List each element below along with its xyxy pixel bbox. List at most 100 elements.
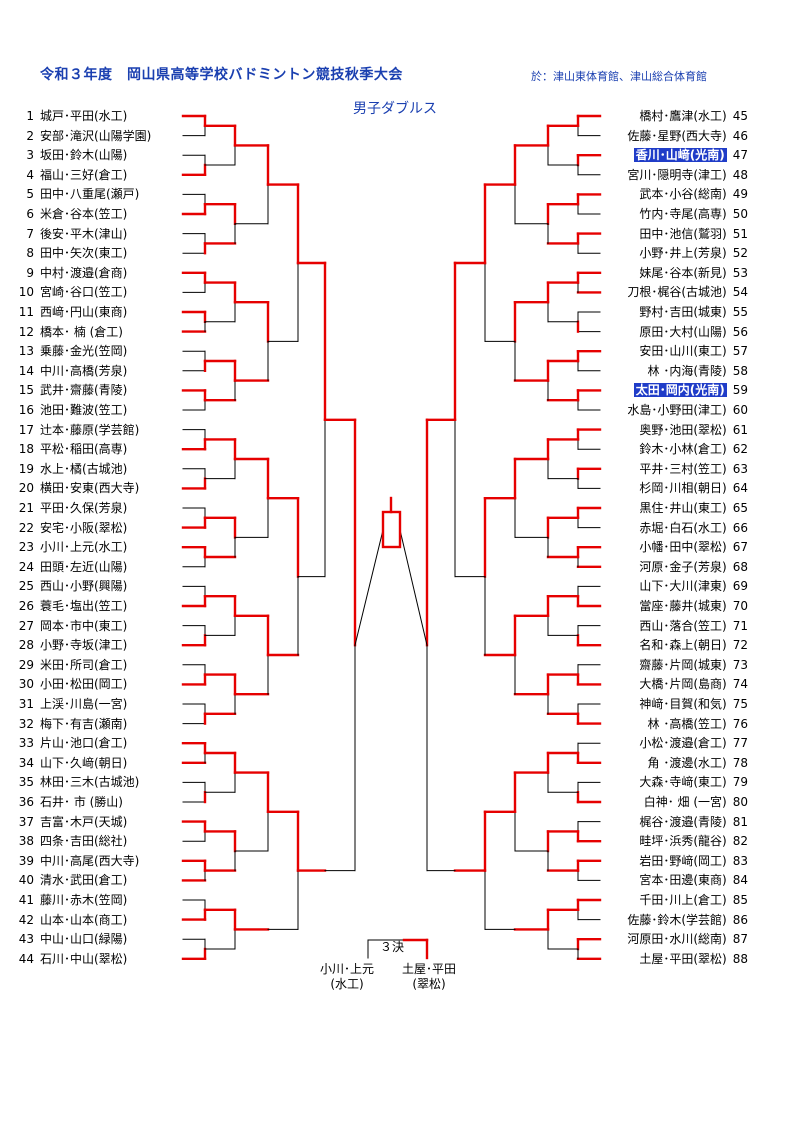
entry-number: 75 [732,697,748,711]
entry-number: 81 [732,814,748,829]
entry-number: 23 [18,540,34,555]
entry-team-name: 平松･稲田(高専) [40,442,128,457]
entry-team-name: 原田･大村(山陽) [639,324,727,339]
entry-team-name: 西山･落合(笠工) [639,618,727,633]
bracket-entry: 刀根･梶谷(古城池)54 [627,284,748,300]
entry-team-name: 名和･森上(朝日) [639,638,727,653]
entry-number: 48 [732,167,748,182]
entry-number: 4 [26,167,34,182]
entry-number: 70 [732,599,748,613]
third-place-right-team: 土屋･平田 (翠松) [402,962,457,991]
entry-number: 24 [18,559,34,574]
bracket-entry: 佐藤･星野(西大寺)46 [627,128,748,144]
entry-number: 88 [732,951,748,966]
entry-number: 36 [18,795,34,809]
entry-number: 79 [732,775,748,790]
entry-number: 49 [732,187,748,202]
entry-number: 69 [732,579,748,594]
entry-number: 39 [18,853,34,868]
entry-team-name: 田頭･左近(山陽) [40,559,128,574]
entry-number: 8 [26,246,34,261]
entry-team-name: 野村･吉田(城東) [639,305,727,319]
bracket-entry: 9 中村･渡邉(倉商) [12,265,127,281]
entry-number: 18 [18,442,34,457]
bracket-entry: 林 ･内海(青陵)58 [648,363,748,379]
entry-team-name: 小野･井上(芳泉) [639,246,727,261]
entry-team-name: 西山･小野(興陽) [40,579,128,594]
bracket-entry: 24 田頭･左近(山陽) [12,559,128,575]
entry-number: 17 [18,422,34,437]
bracket-entry: 武本･小谷(総南) 49 [639,186,748,202]
entry-number: 87 [732,932,748,947]
entry-team-name: 水上･橘(古城池) [40,461,128,476]
bracket-entry: 宮川･隠明寺(津工) 48 [627,167,748,183]
entry-number: 63 [732,461,748,476]
entry-team-name: 橋村･鷹津(水工) [639,109,727,123]
bracket-entry: 太田･岡内(光南)59 [633,382,748,398]
bracket-entry: 赤堀･白石(水工)66 [639,520,748,536]
entry-number: 25 [18,579,34,594]
entry-team-name: 大森･寺﨑(東工) [639,775,727,790]
entry-number: 68 [732,559,748,574]
bracket-entry: 當座･藤井(城東)70 [639,598,748,614]
entry-team-name: 奥野･池田(翠松) [639,422,727,437]
entry-number: 32 [18,716,34,731]
entry-team-name: 平田･久保(芳泉) [40,501,128,515]
bracket-entry: 大橋･片岡(島商)74 [639,676,748,692]
bracket-entry: 白神･ 畑 (一宮)80 [644,794,748,810]
entry-team-name: 梶谷･渡邉(青陵) [639,814,727,829]
bracket-entry: 宮本･田邊(東商)84 [639,872,748,888]
entry-number: 13 [18,344,34,359]
entry-team-name: 林 ･高橋(笠工) [647,716,727,731]
entry-number: 42 [18,912,34,927]
entry-team-name: 米田･所司(倉工) [40,657,128,672]
entry-team-name: 坂田･鈴木(山陽) [40,148,128,163]
entry-team-name: 宮本･田邊(東商) [639,873,727,888]
entry-team-name: 宮川･隠明寺(津工) [627,167,727,182]
entry-team-name: 中村･渡邉(倉商) [40,265,128,280]
third-place-left-team: 小川･上元 (水工) [320,962,375,991]
entry-team-name: 上渓･川島(一宮) [40,697,128,711]
bracket-entry: 河原田･水川(総南)87 [627,931,748,947]
bracket-entry: 18 平松･稲田(高専) [12,441,128,457]
entry-number: 9 [26,265,34,280]
entry-number: 65 [732,501,748,515]
entry-team-name: 平井･三村(笠工) [639,461,727,476]
entry-team-name: 城戸･平田(水工) [40,109,128,123]
entry-number: 33 [18,736,34,751]
entry-number: 47 [732,148,748,163]
entry-team-name: 武本･小谷(総南) [639,187,727,202]
page-title: 令和３年度 岡山県高等学校バドミントン競技秋季大会 [40,67,403,83]
bracket-line [399,529,428,646]
entry-number: 46 [732,128,748,143]
entry-number: 56 [732,324,748,339]
bracket-entry: 土屋･平田(翠松)88 [639,951,748,967]
entry-number: 78 [732,755,748,770]
entry-number: 85 [732,893,748,907]
entry-number: 37 [18,814,34,829]
entry-team-name: 安宅･小阪(翠松) [40,520,128,535]
bracket-entry: 山下･大川(津東)69 [639,578,748,594]
entry-number: 41 [18,893,34,907]
bracket-entry: 竹内･寺尾(高専)50 [639,206,748,222]
entry-number: 28 [18,638,34,653]
